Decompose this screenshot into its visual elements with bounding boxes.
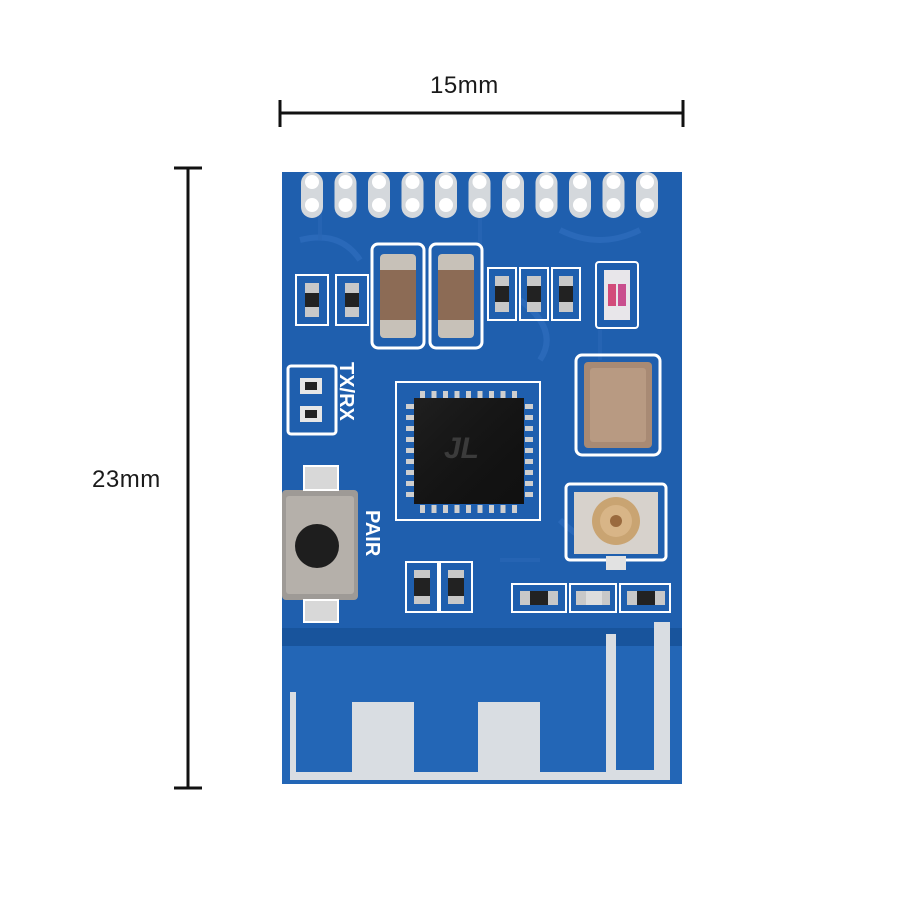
- width-dimension-line: [278, 100, 685, 127]
- castellated-pin-hole: [439, 175, 453, 189]
- height-dimension-line: [174, 166, 202, 790]
- inductor-pair: [370, 242, 484, 350]
- castellated-pin-hole: [372, 175, 386, 189]
- ufl-antenna-connector: [564, 482, 668, 570]
- chip-pin: [489, 391, 494, 399]
- txrx-silkscreen-label: TX/RX: [335, 362, 357, 422]
- pair-silkscreen-label: PAIR: [361, 510, 383, 557]
- castellated-pin-hole: [338, 198, 353, 212]
- chip-pin: [525, 415, 533, 420]
- chip-pin: [466, 505, 471, 513]
- castellated-pin-hole: [573, 198, 587, 212]
- castellated-pin-hole: [539, 175, 554, 189]
- height-dimension-label: 23mm: [92, 466, 161, 493]
- chip-logo: JL: [444, 432, 479, 465]
- chip-pin: [512, 391, 517, 399]
- smd-resistor-pair-bottom: [405, 561, 473, 613]
- chip-pin: [406, 415, 414, 420]
- chip-pin: [525, 448, 533, 453]
- chip-pin: [477, 391, 483, 399]
- chip-pin: [443, 391, 448, 399]
- smd-resistor-row-left: [295, 274, 369, 326]
- castellated-pin-hole: [506, 198, 520, 212]
- chip-pin: [525, 426, 533, 431]
- chip-pin: [406, 426, 414, 431]
- chip-pin: [406, 492, 414, 497]
- castellated-pin-hole: [305, 198, 319, 212]
- chip-pin: [477, 505, 483, 513]
- led-indicator: [595, 261, 639, 329]
- chip-pin: [512, 505, 517, 513]
- castellated-pin-hole: [606, 198, 621, 212]
- castellated-pin-hole: [640, 198, 654, 212]
- castellated-pin-hole: [472, 175, 487, 189]
- chip-pin: [406, 481, 414, 486]
- chip-pin: [406, 459, 414, 464]
- castellated-pin-hole: [606, 175, 621, 189]
- castellated-pin-hole: [506, 175, 520, 189]
- castellated-pins: [301, 172, 658, 218]
- chip-pin: [525, 470, 533, 475]
- chip-pin: [431, 505, 437, 513]
- castellated-pin-hole: [338, 175, 353, 189]
- castellated-pin-hole: [372, 198, 386, 212]
- txrx-led-pads: [286, 364, 338, 436]
- chip-pin: [500, 505, 506, 513]
- chip-pin: [406, 404, 414, 409]
- chip-pin: [431, 391, 437, 399]
- chip-pin: [489, 505, 494, 513]
- chip-pin: [420, 505, 425, 513]
- castellated-pin-hole: [573, 175, 587, 189]
- chip-pin: [525, 481, 533, 486]
- castellated-pin-hole: [640, 175, 654, 189]
- bluetooth-chip: [395, 381, 541, 521]
- chip-pin: [454, 391, 460, 399]
- pair-button: [282, 465, 358, 623]
- crystal-oscillator: [574, 353, 662, 457]
- chip-pin: [525, 437, 533, 442]
- castellated-pin-hole: [472, 198, 487, 212]
- chip-pin: [406, 448, 414, 453]
- chip-pin: [500, 391, 506, 399]
- castellated-pin-hole: [405, 175, 420, 189]
- castellated-pin-hole: [405, 198, 420, 212]
- chip-pin: [420, 391, 425, 399]
- chip-pin: [454, 505, 460, 513]
- smd-resistor-row-right: [487, 267, 581, 321]
- chip-pin: [525, 404, 533, 409]
- castellated-pin-hole: [439, 198, 453, 212]
- castellated-pin-hole: [539, 198, 554, 212]
- pcb-trace-antenna: [282, 622, 682, 784]
- width-dimension-label: 15mm: [430, 72, 499, 99]
- chip-pin: [466, 391, 471, 399]
- chip-pin: [525, 459, 533, 464]
- chip-pin: [406, 470, 414, 475]
- chip-pin: [525, 492, 533, 497]
- smd-resistor-row-bottom: [511, 583, 671, 613]
- chip-pin: [443, 505, 448, 513]
- chip-pin: [406, 437, 414, 442]
- castellated-pin-hole: [305, 175, 319, 189]
